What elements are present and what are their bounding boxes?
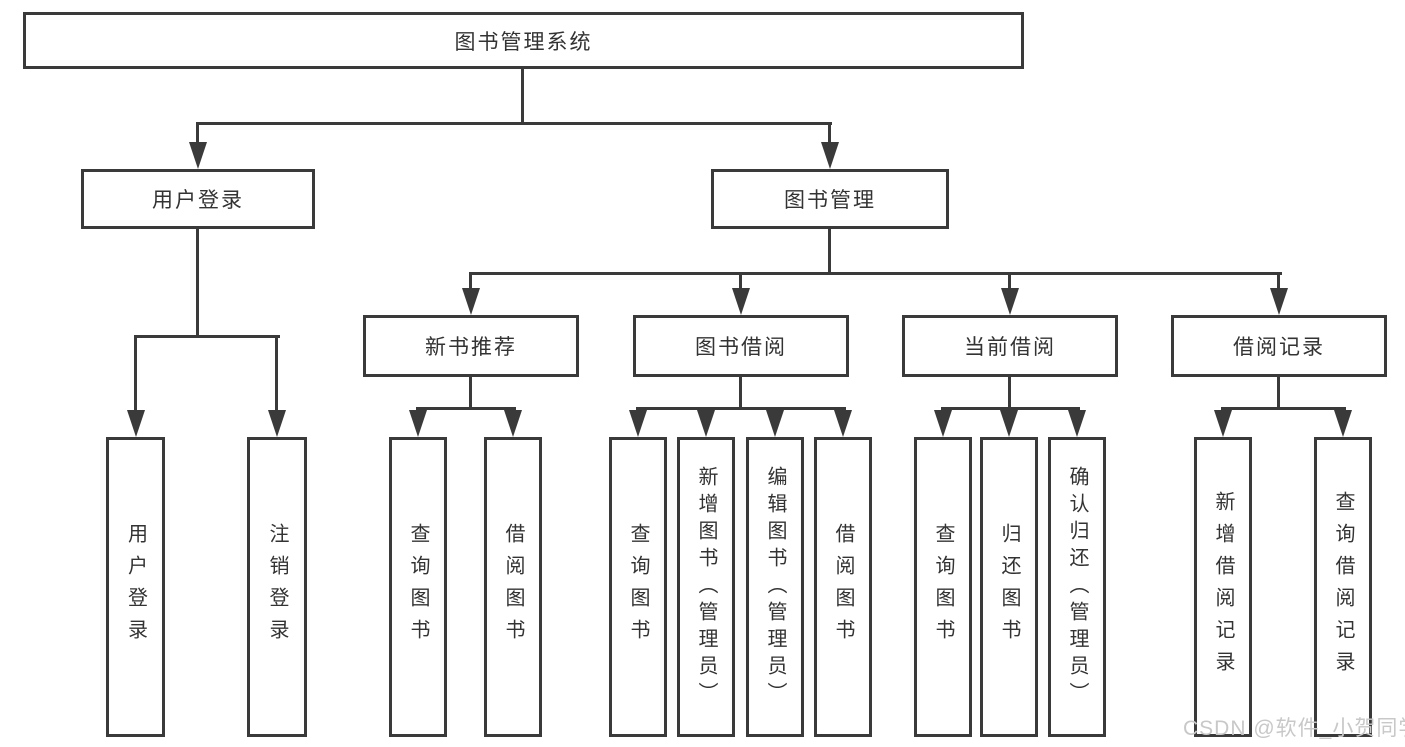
connector-line	[196, 229, 199, 338]
connector-line	[521, 68, 524, 124]
arrow-down-icon	[127, 410, 145, 437]
arrow-down-icon	[1068, 410, 1086, 437]
arrow-down-icon	[268, 410, 286, 437]
arrow-down-icon	[732, 288, 750, 315]
connector-line	[739, 377, 742, 410]
leaf-query-borrow-record: 查询借阅记录	[1314, 437, 1372, 737]
leaf-return-books: 归还图书	[980, 437, 1038, 737]
arrow-down-icon	[1001, 288, 1019, 315]
arrow-down-icon	[834, 410, 852, 437]
node-user-login: 用户登录	[81, 169, 315, 229]
arrow-down-icon	[1270, 288, 1288, 315]
node-new-book-recommendation: 新书推荐	[363, 315, 579, 377]
connector-line	[636, 407, 846, 410]
connector-line	[828, 229, 831, 275]
leaf-add-books-admin: 新增图书（管理员）	[677, 437, 735, 737]
connector-line	[1277, 377, 1280, 410]
node-borrowing-records: 借阅记录	[1171, 315, 1387, 377]
connector-line	[469, 377, 472, 410]
connector-line	[196, 122, 199, 147]
node-book-borrowing: 图书借阅	[633, 315, 849, 377]
arrow-down-icon	[1000, 410, 1018, 437]
connector-line	[1221, 407, 1346, 410]
arrow-down-icon	[189, 142, 207, 169]
connector-line	[134, 335, 137, 413]
connector-line	[134, 335, 280, 338]
arrow-down-icon	[821, 142, 839, 169]
node-current-borrowing: 当前借阅	[902, 315, 1118, 377]
leaf-borrow-books: 借阅图书	[484, 437, 542, 737]
arrow-down-icon	[462, 288, 480, 315]
connector-line	[739, 272, 742, 292]
arrow-down-icon	[1214, 410, 1232, 437]
connector-line	[416, 407, 516, 410]
connector-line	[1008, 377, 1011, 410]
node-system-root: 图书管理系统	[23, 12, 1024, 69]
leaf-query-books: 查询图书	[389, 437, 447, 737]
connector-line	[196, 122, 832, 125]
leaf-user-login: 用户登录	[106, 437, 165, 737]
leaf-query-books-2: 查询图书	[609, 437, 667, 737]
connector-line	[941, 407, 1080, 410]
arrow-down-icon	[1334, 410, 1352, 437]
arrow-down-icon	[629, 410, 647, 437]
arrow-down-icon	[697, 410, 715, 437]
leaf-add-borrow-record: 新增借阅记录	[1194, 437, 1252, 737]
node-book-management: 图书管理	[711, 169, 949, 229]
connector-line	[469, 272, 1282, 275]
connector-line	[828, 122, 831, 147]
leaf-borrow-books-2: 借阅图书	[814, 437, 872, 737]
arrow-down-icon	[766, 410, 784, 437]
arrow-down-icon	[409, 410, 427, 437]
connector-line	[1277, 272, 1280, 292]
leaf-edit-books-admin: 编辑图书（管理员）	[746, 437, 804, 737]
csdn-watermark: CSDN @软件_小贺同学	[1183, 717, 1405, 740]
connector-line	[1008, 272, 1011, 292]
leaf-logout-login: 注销登录	[247, 437, 307, 737]
connector-line	[275, 335, 278, 413]
leaf-query-books-3: 查询图书	[914, 437, 972, 737]
arrow-down-icon	[934, 410, 952, 437]
arrow-down-icon	[504, 410, 522, 437]
connector-line	[469, 272, 472, 292]
leaf-confirm-return-admin: 确认归还（管理员）	[1048, 437, 1106, 737]
